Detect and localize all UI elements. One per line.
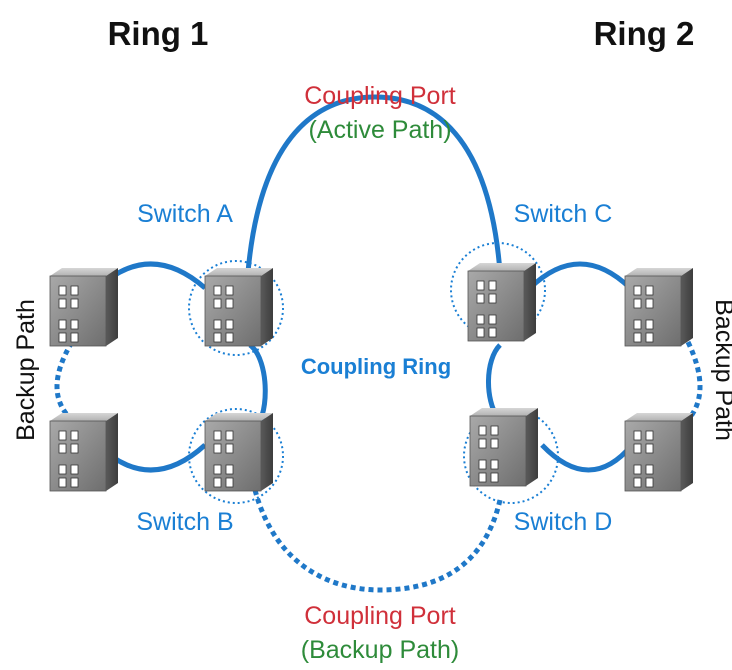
switch-c-highlight [450,242,546,338]
backup-path-right-label: Backup Path [710,299,732,441]
ring2-title: Ring 2 [594,15,695,52]
ring2-bottom-link [540,443,634,473]
ring1-title: Ring 1 [108,15,209,52]
switch-b-label: Switch B [136,508,233,536]
backup-path-bottom-label: (Backup Path) [301,636,459,664]
ring1-backup-path [54,340,75,422]
switch-d-label: Switch D [514,508,613,536]
coupling-link-c-d [486,343,502,420]
switch-icon [204,412,274,492]
switch-icon [49,412,119,492]
switch-a-highlight [188,260,284,356]
coupling-backup-path [252,489,503,593]
coupling-port-top-label: Coupling Port [304,82,456,110]
switch-b-highlight [188,408,284,504]
switch-icon [204,267,274,347]
active-path-label: (Active Path) [308,116,451,144]
switch-icon [49,267,119,347]
switch-icon [624,412,694,492]
coupling-port-bottom-label: Coupling Port [304,602,456,630]
coupling-active-path [245,94,503,273]
switch-a-label: Switch A [137,200,233,228]
coupling-ring-label: Coupling Ring [301,354,451,379]
backup-path-left-label: Backup Path [12,299,40,441]
ring2-top-link [528,261,632,290]
switch-icon [624,267,694,347]
switch-c-label: Switch C [514,200,613,228]
switch-icon [469,407,539,487]
switch-icon [467,262,537,342]
ring2-backup-path [685,340,703,422]
